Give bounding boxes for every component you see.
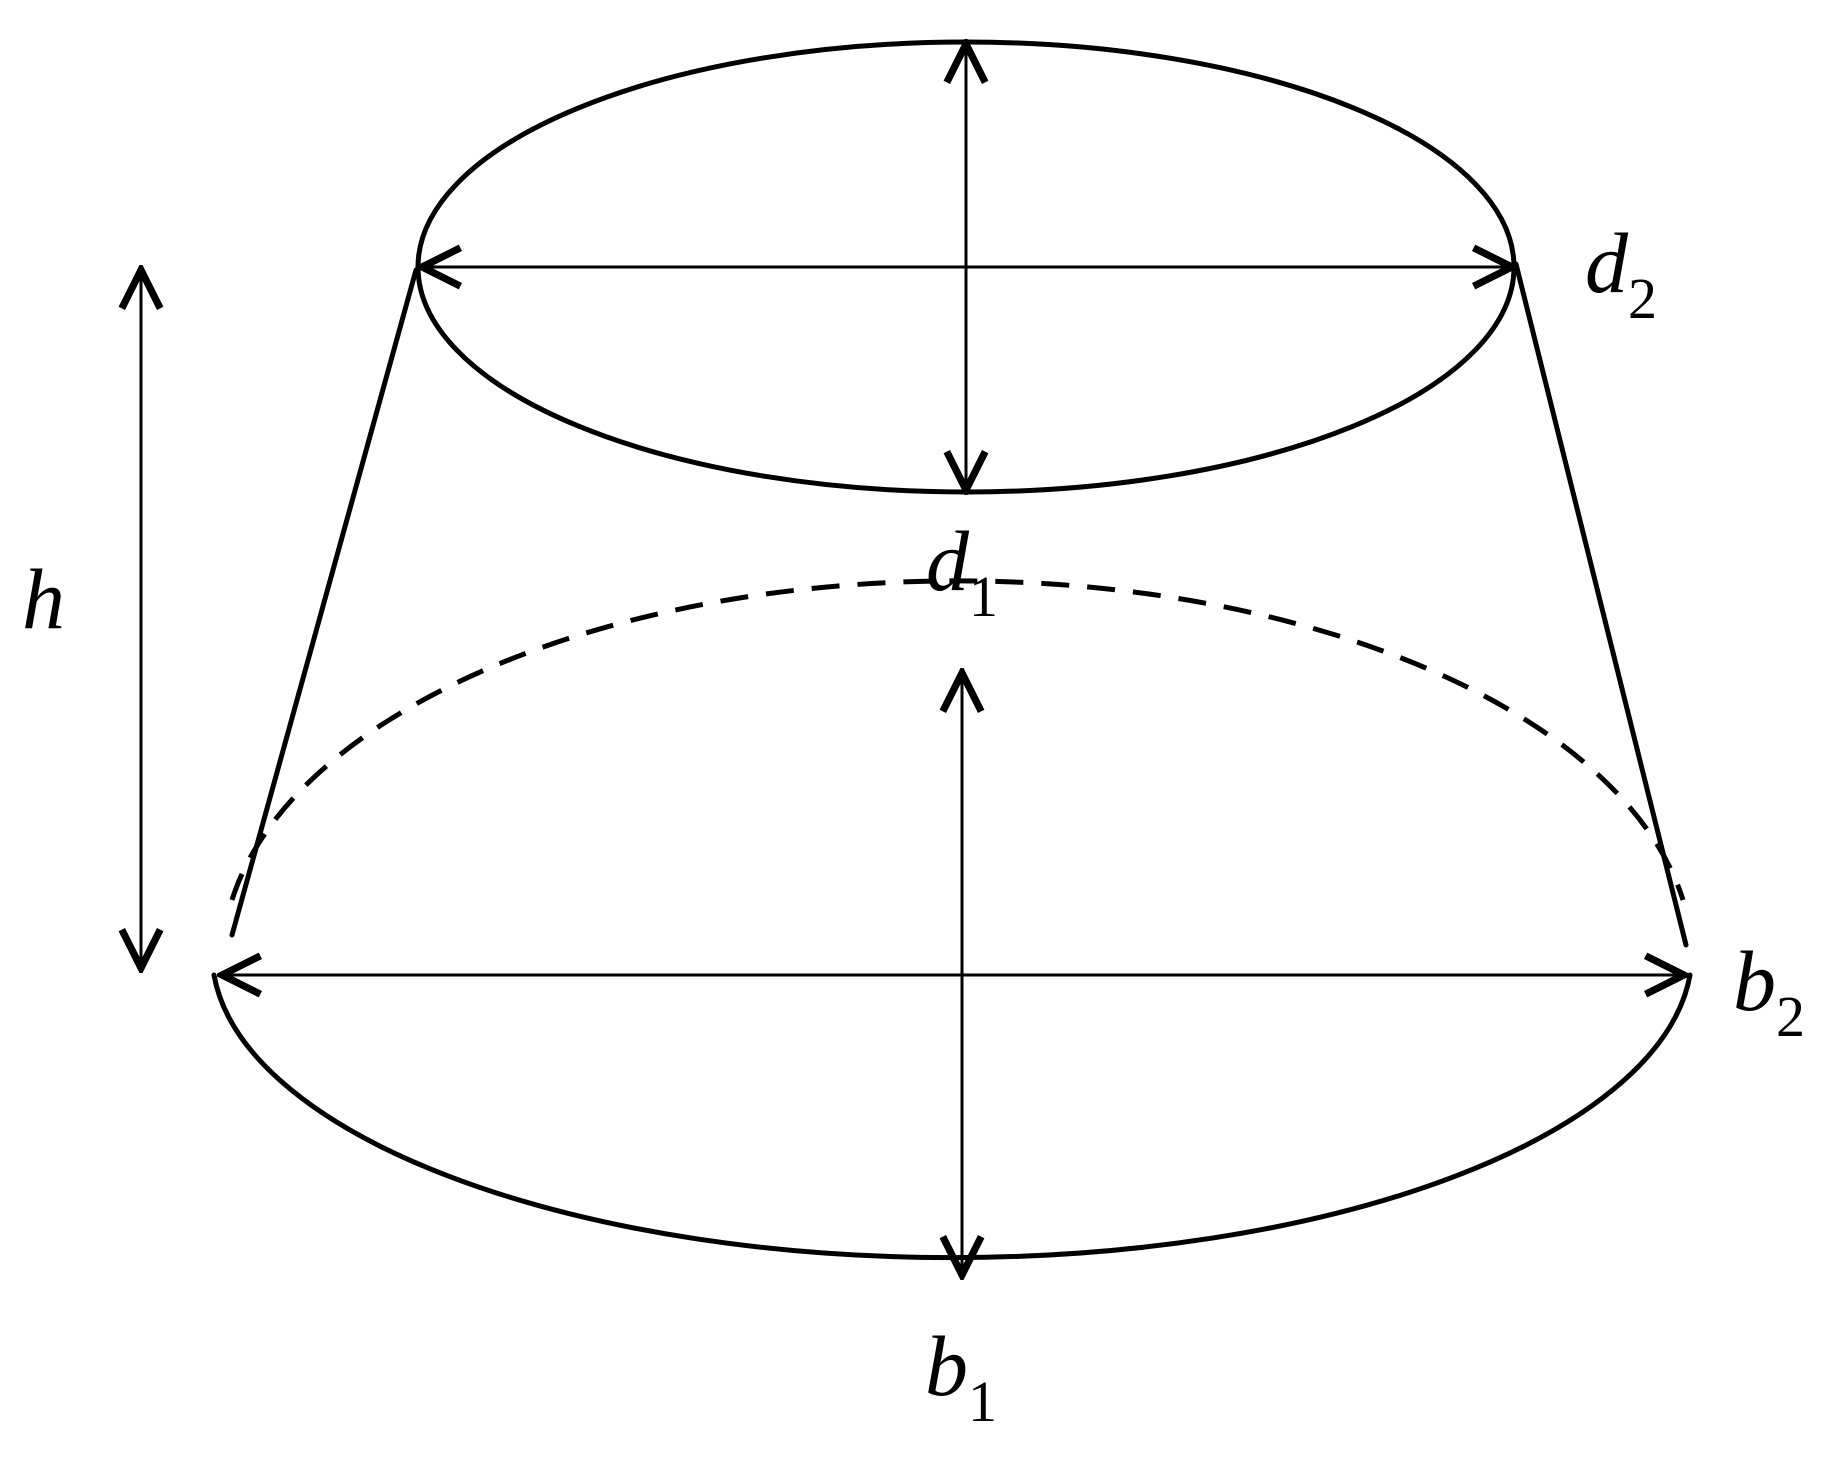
label-b1: b1	[925, 1318, 997, 1434]
right-side-line	[1513, 261, 1689, 948]
bottom-ellipse-back-dashed	[229, 578, 1686, 901]
bottom-ellipse-front	[211, 972, 1693, 1261]
label-h: h	[22, 551, 65, 647]
label-b2: b2	[1733, 933, 1805, 1049]
label-d2: d2	[1585, 215, 1657, 331]
left-side-line	[229, 267, 419, 938]
label-d1: d1	[926, 513, 998, 629]
